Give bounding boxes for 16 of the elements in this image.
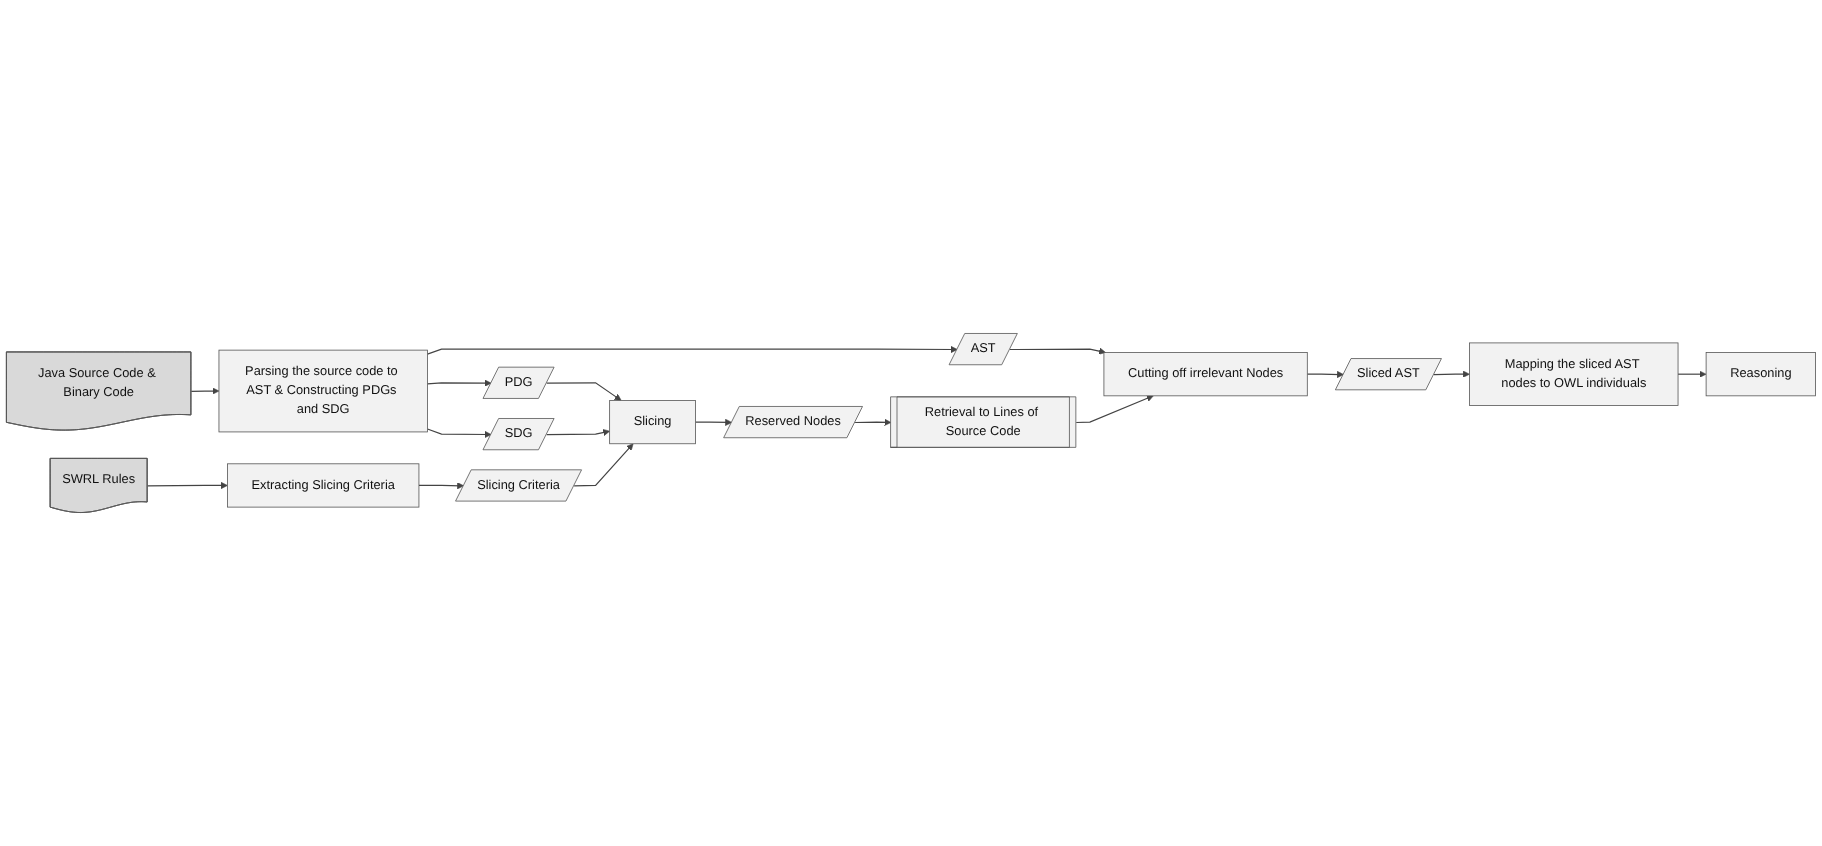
- arrow: [1677, 370, 1707, 378]
- arrow: [854, 418, 892, 426]
- arrow: [546, 382, 622, 401]
- arrow: [426, 345, 958, 355]
- arrow: [426, 379, 492, 387]
- arrow: [1009, 347, 1106, 355]
- arrow: [1306, 370, 1344, 378]
- arrow: [418, 482, 465, 490]
- arrow: [146, 481, 228, 489]
- arrow: [426, 428, 492, 438]
- arrow: [694, 418, 733, 426]
- arrow: [1075, 395, 1154, 424]
- arrow: [573, 443, 634, 487]
- arrow: [546, 429, 610, 436]
- arrow: [190, 387, 220, 395]
- arrow: [1433, 370, 1470, 378]
